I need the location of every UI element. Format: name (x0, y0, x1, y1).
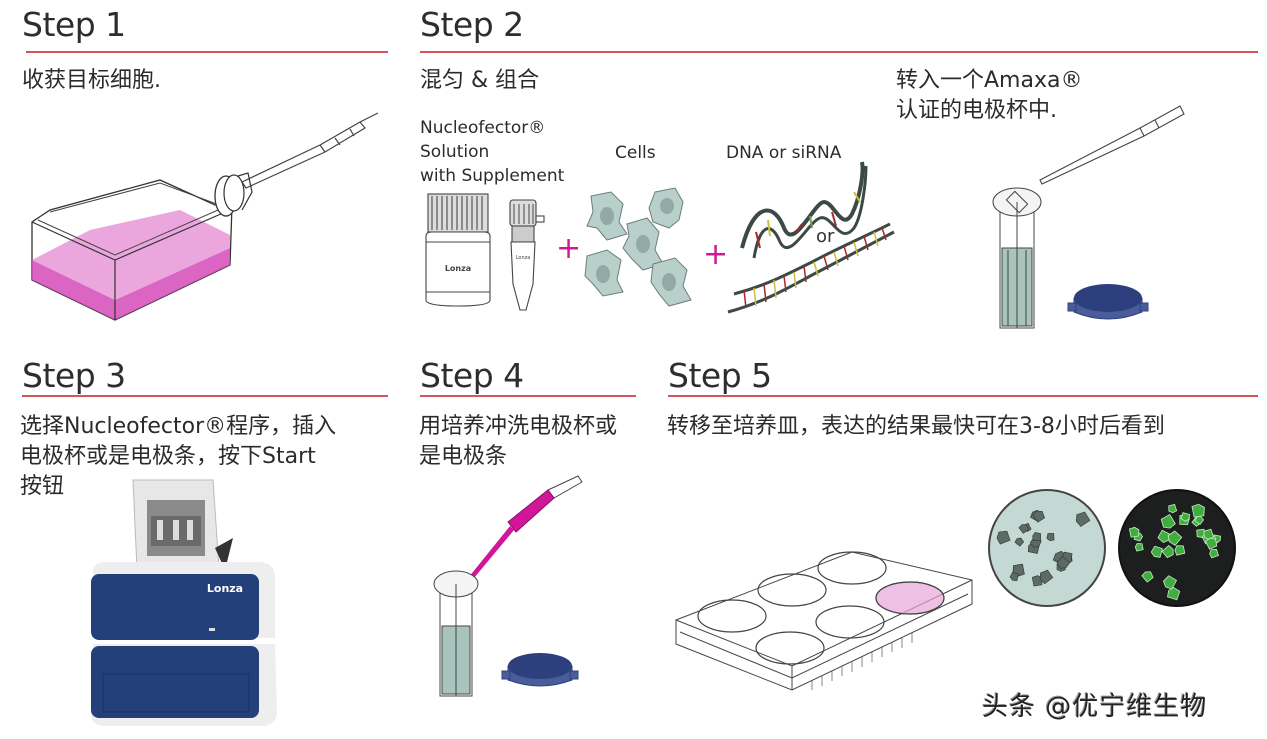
well-5 (815, 605, 885, 639)
pipette-tip-icon (1039, 105, 1185, 185)
step-2-transfer-text: 转入一个Amaxa® 认证的电极杯中. (896, 66, 1082, 126)
transfer-pipette-icon (460, 475, 583, 590)
fluorescent-cells-view (1118, 489, 1236, 607)
well-3 (817, 551, 887, 585)
step-4-title: Step 4 (420, 356, 524, 395)
dna-helix-icon (740, 161, 868, 259)
step-3-rule (22, 395, 388, 397)
cell-shape (1203, 528, 1215, 540)
solution-label: Nucleofector® Solution with Supplement (420, 116, 564, 188)
cell-shape (1032, 510, 1045, 523)
cell-shape (1161, 545, 1174, 559)
cuvette-cap-icon (1067, 284, 1149, 320)
cell-shape (1039, 569, 1054, 585)
cell-shape (1162, 575, 1178, 590)
bottle-brand-label: Lonza (445, 264, 471, 273)
cell-shape (1032, 532, 1042, 541)
transfer-text-line-1: 转入一个Amaxa® (896, 68, 1083, 93)
cuvette-icon (992, 187, 1042, 329)
well-1 (697, 599, 767, 633)
step-5-title: Step 5 (668, 356, 772, 395)
tube-icon (509, 199, 545, 311)
bottle-icon (425, 193, 491, 307)
step-2-description: 混匀 & 组合 (420, 68, 540, 93)
step-4-rule (420, 395, 636, 397)
well-2 (757, 573, 827, 607)
cells-label: Cells (615, 143, 656, 163)
flask-icon (31, 172, 253, 321)
step-5-description: 转移至培养皿，表达的结果最快可在3-8小时后看到 (667, 414, 1165, 439)
nucleofector-device-illustration: Lonza (91, 479, 277, 726)
cuvette-cap-icon-step4 (501, 653, 579, 687)
cells-illustration (584, 187, 692, 307)
step-4-description: 用培养冲洗电极杯或 是电极条 (419, 412, 617, 472)
brightfield-cells-view (988, 489, 1106, 607)
step-2-rule (420, 51, 1258, 53)
cell-shape (1031, 575, 1043, 587)
cell-shape (1167, 586, 1181, 601)
dna-sirna-illustration: or (727, 161, 895, 314)
cell-shape (1009, 572, 1019, 582)
transfer-text-line-2: 认证的电极杯中. (896, 98, 1057, 123)
step-3-line-1: 选择Nucleofector®程序，插入 (20, 414, 337, 439)
plus-sign-2: + (703, 237, 729, 272)
cell-shape (996, 530, 1011, 545)
pipette-icon (241, 112, 379, 189)
six-well-plate-illustration (675, 551, 973, 691)
wells (697, 551, 945, 665)
cell-shape (1209, 548, 1219, 559)
step-3-line-2: 电极杯或是电极条，按下Start (20, 444, 316, 469)
cell-shape (1014, 537, 1025, 547)
cell-shape (1150, 545, 1163, 558)
plus-sign-1: + (556, 231, 582, 266)
cell-shape (1174, 545, 1186, 556)
watermark: 头条 @优宁维生物 (982, 692, 1208, 722)
device-bottom-unit (91, 644, 277, 726)
step-1-title: Step 1 (22, 5, 126, 44)
step-5-rule (668, 395, 1258, 397)
step-4-line-1: 用培养冲洗电极杯或 (419, 414, 618, 439)
cell-shape (1160, 513, 1176, 529)
cell-shape (1191, 503, 1205, 518)
cell-shape (1018, 524, 1029, 534)
tube-brand-label: Lonza (516, 255, 531, 261)
sirna-strand-icon (727, 222, 895, 314)
step-3-title: Step 3 (22, 356, 126, 395)
cell-shape (1194, 515, 1205, 525)
solution-label-line-3: with Supplement (420, 166, 565, 186)
device-top-unit: Lonza (91, 562, 275, 640)
cuvette-icon-step4 (433, 570, 479, 697)
step-1-description: 收获目标细胞. (22, 68, 161, 93)
cuvette-illustration (992, 105, 1185, 329)
cell-shape (1180, 512, 1191, 522)
step-4-line-2: 是电极条 (419, 444, 508, 469)
or-label: or (816, 226, 835, 247)
cell-shape (1056, 556, 1070, 569)
cell-shape (1141, 571, 1154, 583)
solution-label-line-2: Solution (420, 142, 490, 162)
step-2-title: Step 2 (420, 5, 524, 44)
cell-shape (1157, 529, 1171, 543)
step-3-line-3: 按钮 (20, 474, 65, 499)
step-3-description: 选择Nucleofector®程序，插入 电极杯或是电极条，按下Start 按钮 (20, 412, 336, 502)
cell-shape (1168, 503, 1178, 514)
dna-sirna-label: DNA or siRNA (726, 143, 842, 163)
cell-shape (1075, 511, 1091, 527)
well-4 (755, 631, 825, 665)
cell-shape (1134, 543, 1144, 552)
cell-shape (1128, 526, 1140, 538)
solution-label-line-1: Nucleofector® (420, 118, 546, 138)
solution-bottles-illustration: Lonza Lonza (425, 193, 545, 311)
cell-shape (1046, 533, 1055, 542)
step-1-rule (26, 51, 388, 53)
cuvette-rinse-illustration (433, 475, 583, 697)
cell-shape (1167, 530, 1183, 546)
culture-flask-illustration (31, 112, 379, 321)
device-brand-label: Lonza (207, 582, 243, 595)
device-screen (132, 479, 233, 571)
cell-shape (1205, 537, 1218, 550)
